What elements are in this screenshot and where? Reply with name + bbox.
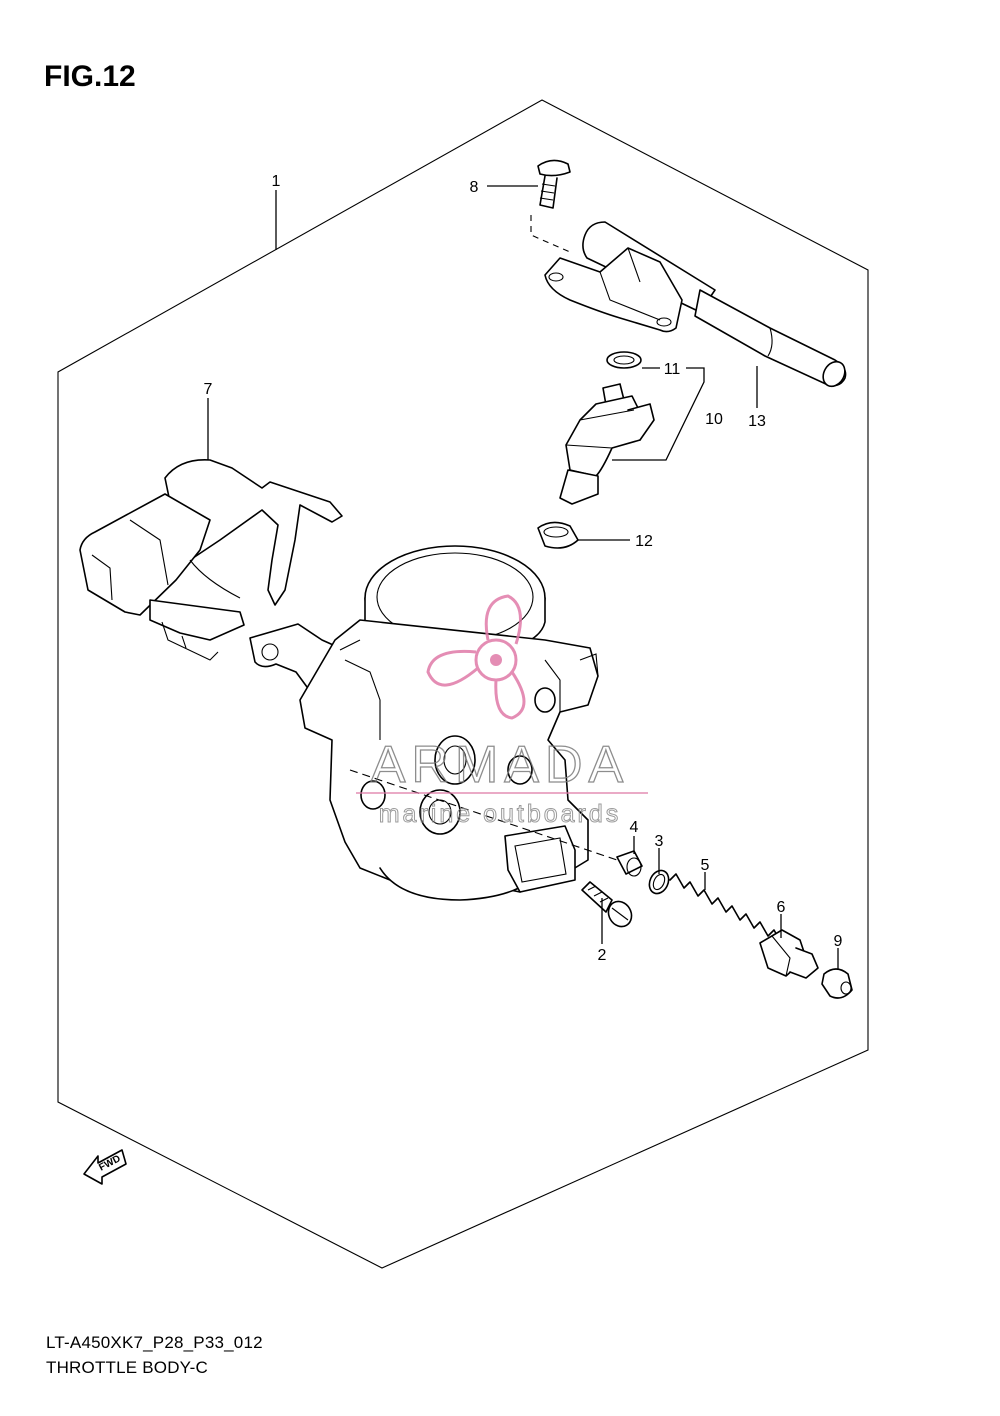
armada-watermark: ARMADA marine outboards [356,594,648,829]
callout-10: 10 [705,411,723,428]
part-12-cushion[interactable] [537,521,579,549]
part-10-fuel-injector[interactable] [559,383,655,505]
model-code: LT-A450XK7_P28_P33_012 [46,1333,263,1352]
part-7-bracket[interactable] [79,459,343,661]
fwd-badge: FWD [83,1149,127,1185]
callout-6: 6 [777,899,786,916]
watermark-brand: ARMADA [371,736,629,794]
part-11-o-ring[interactable] [606,351,642,369]
watermark-tagline: marine outboards [379,800,622,828]
callout-2: 2 [598,947,607,964]
callout-9: 9 [834,933,843,950]
callout-7: 7 [204,381,213,398]
callout-13: 13 [748,413,766,430]
diagram-name: THROTTLE BODY-C [46,1358,209,1377]
part-6-plug[interactable] [759,929,819,979]
part-4-valve[interactable] [616,850,643,877]
part-2-screw[interactable] [581,881,636,931]
callout-12: 12 [635,533,653,550]
leader-10 [612,367,705,461]
part-8-screw[interactable] [537,159,571,209]
callout-1: 1 [272,173,281,190]
callout-5: 5 [701,857,710,874]
propeller-logo-icon [426,594,526,720]
part-9-cap[interactable] [821,968,853,999]
part-5-spring[interactable] [669,873,783,945]
callout-3: 3 [655,833,664,850]
throttle-body[interactable] [249,545,599,901]
assembly-outline [57,99,869,1269]
dashed-guide-idle [349,769,618,861]
callout-4: 4 [630,819,639,836]
callout-11: 11 [664,361,681,378]
dashed-guide-8 [530,215,571,253]
part-13-fuel-pipe[interactable] [544,221,849,390]
callout-8: 8 [470,179,479,196]
figure-title: FIG.12 [44,60,136,93]
part-3-o-ring[interactable] [646,867,672,896]
